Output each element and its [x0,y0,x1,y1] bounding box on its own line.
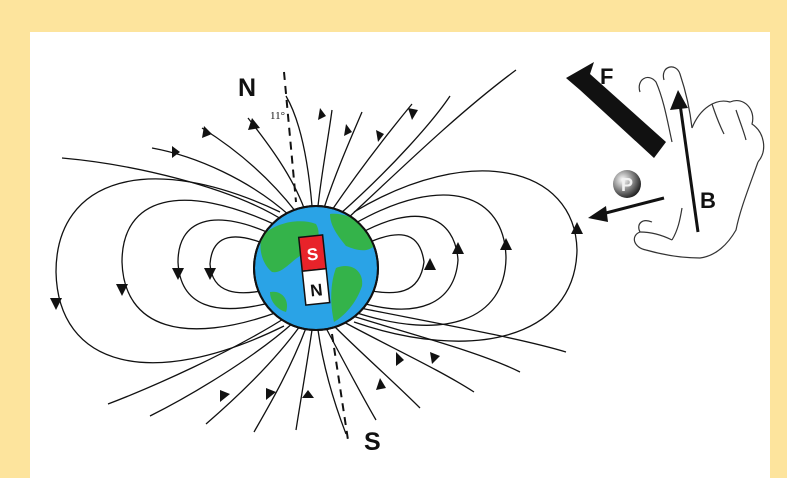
field-lines [55,69,578,435]
particle-label: P [621,175,633,195]
right-hand-icon [633,66,765,259]
south-pole-label: S [364,428,381,456]
north-pole-label: N [238,74,256,102]
right-hand-rule: F B P [566,62,765,259]
magnetic-axis [331,333,349,441]
angle-label: 11° [270,110,285,122]
geographic-axis [283,71,297,203]
magnet-south-label: S [306,245,319,265]
field-arrowheads [50,108,583,402]
velocity-arrowhead [588,206,608,222]
particle-sphere [613,170,641,198]
field-arrow [678,103,700,233]
field-label: B [700,188,716,213]
earth-globe [253,205,379,331]
field-arrowhead [670,90,688,110]
diagram-panel [30,32,770,478]
bar-magnet: S N [297,234,331,306]
velocity-arrow [601,196,665,216]
force-arrow [566,62,666,158]
magnet-north-label: N [309,280,323,300]
force-label: F [600,64,613,89]
